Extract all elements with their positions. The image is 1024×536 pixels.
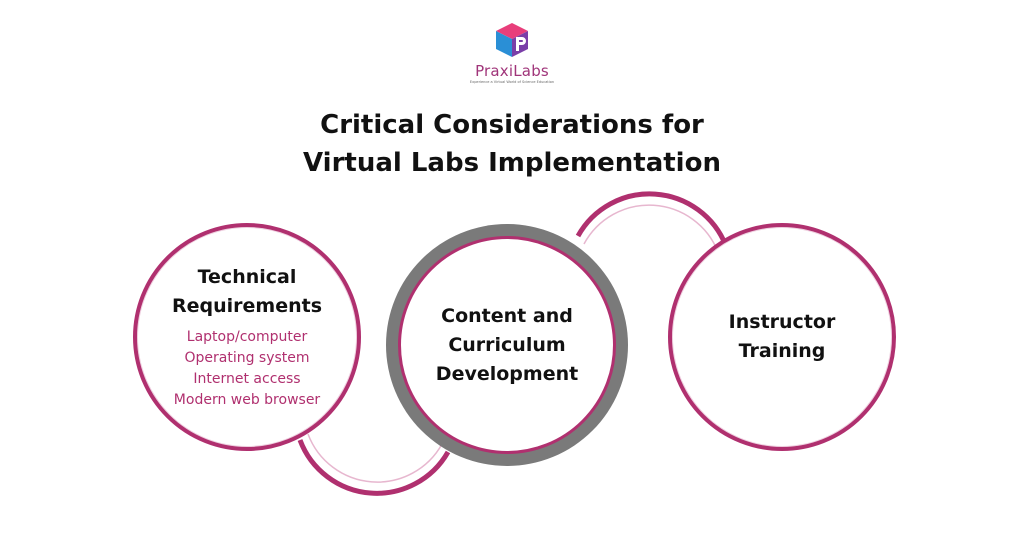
heading-line: Technical: [197, 266, 297, 288]
top-connector-arc: [575, 191, 729, 247]
instructor-training-heading: Instructor Training: [729, 308, 836, 366]
heading-line: Curriculum: [448, 333, 566, 356]
list-item: Laptop/computer: [186, 329, 308, 345]
bottom-connector-arc-inner: [307, 433, 443, 483]
heading-line: Requirements: [171, 295, 322, 317]
logo-tagline: Experience a Virtual World of Science Ed…: [469, 80, 555, 84]
praxilabs-logo: PraxiLabs Experience a Virtual World of …: [462, 22, 562, 96]
content-curriculum-heading: Content and Curriculum Development: [436, 302, 578, 389]
list-item: Internet access: [193, 371, 301, 387]
heading-line: Training: [738, 340, 826, 362]
top-connector-arc-inner: [583, 204, 719, 253]
heading-line: Content and: [441, 304, 573, 327]
page-title: Critical Considerations for Virtual Labs…: [0, 106, 1024, 182]
technical-requirements-circle: Technical Requirements Laptop/computer O…: [133, 223, 361, 451]
instructor-training-circle: Instructor Training: [668, 223, 896, 451]
content-curriculum-circle: Content and Curriculum Development: [398, 236, 616, 454]
list-item: Operating system: [184, 350, 310, 366]
technical-requirements-heading: Technical Requirements: [172, 263, 322, 321]
bottom-connector-arc: [297, 439, 451, 496]
requirements-list: Laptop/computer Operating system Interne…: [174, 327, 320, 411]
cube-logo-icon: [496, 23, 528, 57]
list-item: Modern web browser: [173, 392, 321, 408]
logo-name: PraxiLabs: [475, 62, 549, 80]
title-line-1: Critical Considerations for: [320, 110, 704, 140]
title-line-2: Virtual Labs Implementation: [303, 148, 721, 178]
heading-line: Instructor: [728, 311, 836, 333]
heading-line: Development: [435, 362, 579, 385]
